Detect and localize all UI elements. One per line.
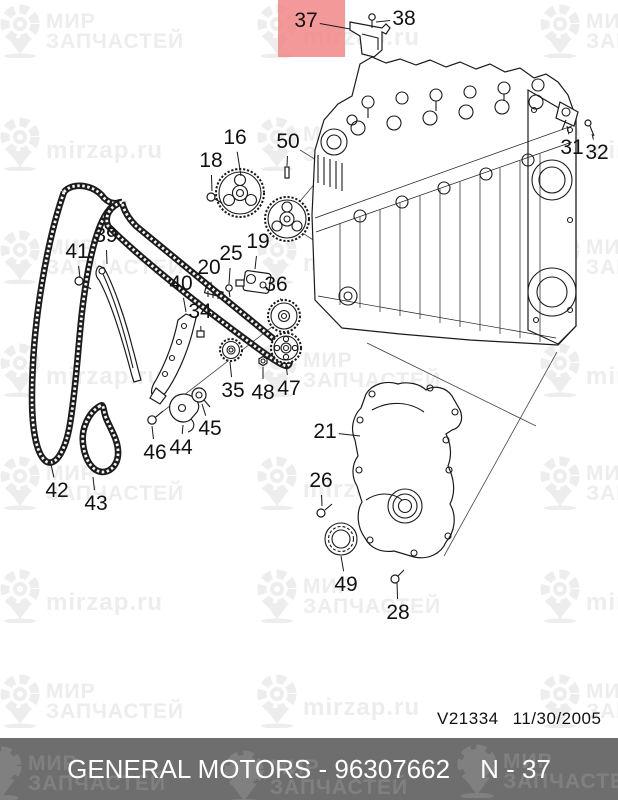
- callout-34[interactable]: 34: [188, 300, 212, 323]
- parts-diagram-artwork: [28, 13, 595, 600]
- callout-32[interactable]: 32: [585, 141, 609, 164]
- stamp-date: 11/30/2005: [512, 709, 602, 728]
- tensioner-bracket: [147, 387, 211, 433]
- callout-37[interactable]: 37: [294, 9, 318, 32]
- callout-45[interactable]: 45: [198, 417, 222, 440]
- chain-guides: [74, 265, 205, 405]
- callout-49[interactable]: 49: [334, 573, 358, 596]
- callout-31[interactable]: 31: [560, 136, 584, 159]
- brand-pin-icon: [0, 746, 22, 800]
- oil-pump-chain-43: [79, 402, 122, 476]
- callout-28[interactable]: 28: [386, 601, 410, 624]
- cam-sprockets: [206, 166, 310, 242]
- callout-43[interactable]: 43: [84, 492, 108, 515]
- callout-41[interactable]: 41: [65, 240, 89, 263]
- footer-bar: МИРЗАПЧАСТЕЙМИРЗАПЧАСТЕЙМИРЗАПЧАСТЕЙ GEN…: [0, 738, 618, 800]
- callout-42[interactable]: 42: [45, 479, 69, 502]
- callout-20[interactable]: 20: [197, 256, 221, 279]
- callout-35[interactable]: 35: [221, 379, 245, 402]
- callout-47[interactable]: 47: [277, 377, 301, 400]
- engine-block: [311, 56, 577, 346]
- callout-16[interactable]: 16: [223, 126, 247, 149]
- callout-19[interactable]: 19: [246, 230, 270, 253]
- stamp-code: V21334: [437, 709, 499, 728]
- callout-36[interactable]: 36: [264, 273, 288, 296]
- footer-title: GENERAL MOTORS - 96307662 N - 37: [67, 754, 551, 785]
- callout-leader-lines: [49, 19, 594, 600]
- bracket-part-37: [349, 13, 391, 58]
- plate-stamp: V21334 11/30/2005: [437, 709, 601, 729]
- callout-50[interactable]: 50: [276, 130, 300, 153]
- callout-44[interactable]: 44: [169, 436, 193, 459]
- callout-38[interactable]: 38: [392, 7, 416, 30]
- timing-cover: [316, 381, 463, 584]
- callout-26[interactable]: 26: [309, 469, 333, 492]
- callout-21[interactable]: 21: [313, 420, 337, 443]
- callout-39[interactable]: 39: [94, 224, 118, 247]
- timing-chain-42: [28, 182, 293, 466]
- callout-25[interactable]: 25: [219, 242, 243, 265]
- footer-brand-part: GENERAL MOTORS - 96307662: [67, 753, 451, 784]
- callout-46[interactable]: 46: [143, 441, 167, 464]
- callout-48[interactable]: 48: [251, 381, 275, 404]
- callout-40[interactable]: 40: [169, 272, 193, 295]
- footer-page-ref: N - 37: [480, 753, 551, 784]
- callout-18[interactable]: 18: [199, 149, 223, 172]
